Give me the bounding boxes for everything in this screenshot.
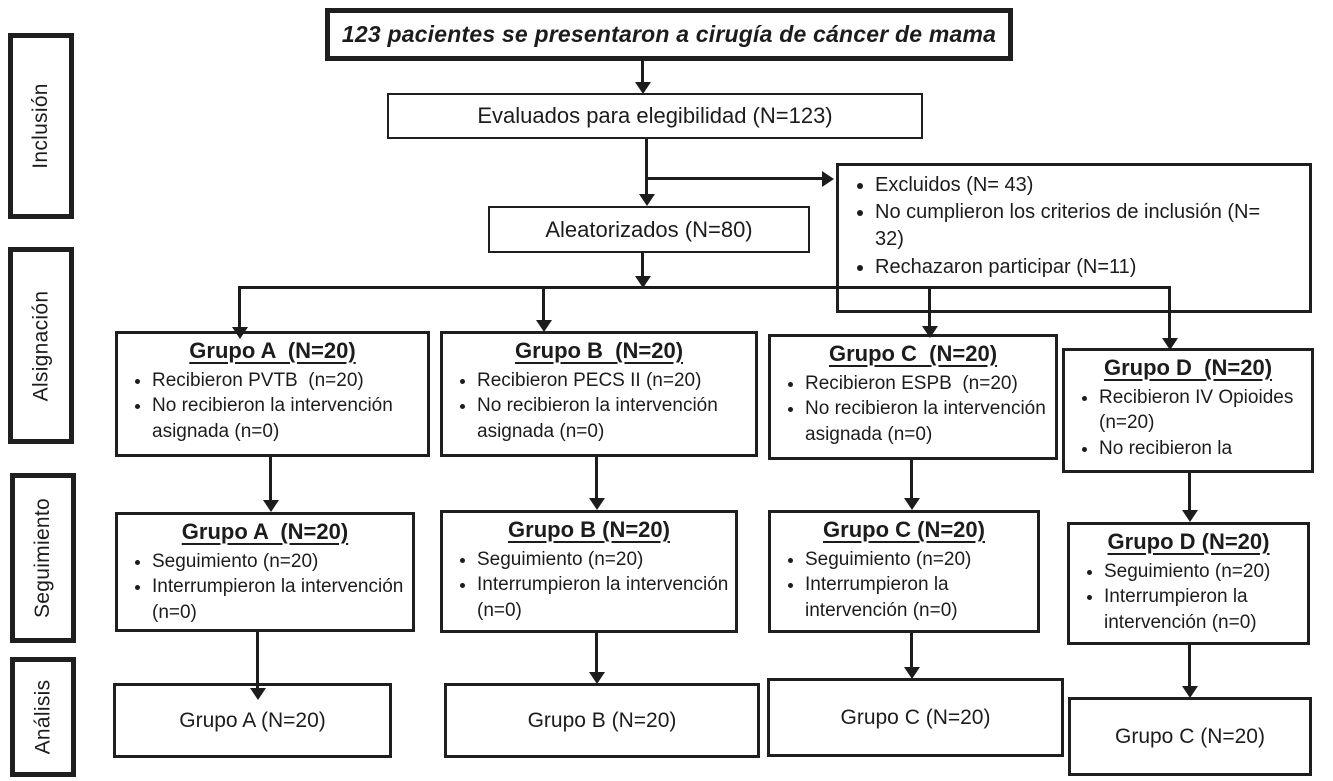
analysis-text-b: Grupo B (N=20): [527, 708, 677, 732]
allocation-item: Recibieron ESPB (n=20): [805, 371, 1051, 396]
stage-box-analisis: Análisis: [10, 657, 76, 777]
allocation-box-grupo-a: Grupo A (N=20) Recibieron PVTB (n=20) No…: [115, 331, 430, 457]
followup-list-d: Seguimiento (n=20) Interrumpieron la int…: [1074, 559, 1303, 635]
arrow-split-to-group-c: [928, 286, 931, 326]
allocation-list-c: Recibieron ESPB (n=20) No recibieron la …: [775, 371, 1051, 447]
allocation-item: Recibieron PVTB (n=20): [152, 368, 423, 393]
arrow-split-to-group-b: [542, 286, 545, 320]
followup-box-grupo-b: Grupo B (N=20) Seguimiento (n=20) Interr…: [440, 510, 738, 633]
arrow-allocation-to-followup-a: [269, 457, 272, 500]
arrow-followup-to-analysis-a: [256, 632, 259, 688]
title-text: 123 pacientes se presentaron a cirugía d…: [341, 21, 997, 47]
followup-box-grupo-d: Grupo D (N=20) Seguimiento (n=20) Interr…: [1067, 522, 1310, 645]
stage-label-alsignacion: Alsignación: [29, 290, 53, 401]
allocation-item: No recibieron la intervención asignada (…: [477, 393, 751, 444]
allocation-item: No recibieron la intervención asignada (…: [152, 393, 423, 444]
followup-title-c: Grupo C (N=20): [823, 517, 985, 542]
arrow-title-to-eligibility: [641, 61, 644, 82]
followup-title-b: Grupo B (N=20): [508, 517, 670, 542]
excluded-list: Excluidos (N= 43) No cumplieron los crit…: [839, 172, 1305, 281]
allocation-title-c: Grupo C (N=20): [828, 341, 998, 366]
stage-label-analisis: Análisis: [31, 679, 55, 755]
followup-title-a: Grupo A (N=20): [181, 519, 349, 544]
excluded-item: Rechazaron participar (N=11): [875, 254, 1277, 281]
followup-item: Seguimiento (n=20): [152, 549, 408, 574]
excluded-item: Excluidos (N= 43): [875, 172, 1277, 199]
excluded-item: No cumplieron los criterios de inclusión…: [875, 199, 1277, 253]
stage-box-seguimiento: Seguimiento: [10, 473, 76, 643]
arrow-allocation-to-followup-b: [595, 457, 598, 498]
allocation-item: No recibieron la intervención asignada (…: [805, 396, 1051, 447]
followup-item: Seguimiento (n=20): [1104, 559, 1303, 584]
stage-label-seguimiento: Seguimiento: [31, 497, 55, 619]
analysis-text-d: Grupo C (N=20): [1115, 724, 1265, 748]
analysis-box-grupo-b: Grupo B (N=20): [444, 683, 760, 758]
stage-box-inclusion: Inclusión: [8, 33, 74, 219]
followup-box-grupo-c: Grupo C (N=20) Seguimiento (n=20) Interr…: [768, 510, 1040, 633]
allocation-box-grupo-b: Grupo B (N=20) Recibieron PECS II (n=20)…: [440, 331, 758, 457]
followup-box-grupo-a: Grupo A (N=20) Seguimiento (n=20) Interr…: [115, 512, 415, 632]
arrow-eligibility-to-randomized: [645, 139, 648, 194]
allocation-item: Recibieron PECS II (n=20): [477, 368, 751, 393]
allocation-box-grupo-c: Grupo C (N=20) Recibieron ESPB (n=20) No…: [768, 334, 1058, 460]
analysis-box-grupo-d: Grupo C (N=20): [1068, 697, 1312, 776]
followup-item: Seguimiento (n=20): [477, 547, 731, 572]
excluded-box: Excluidos (N= 43) No cumplieron los crit…: [836, 163, 1312, 313]
followup-list-a: Seguimiento (n=20) Interrumpieron la int…: [122, 549, 408, 625]
allocation-item: Recibieron IV Opioides (n=20): [1099, 385, 1307, 436]
followup-list-c: Seguimiento (n=20) Interrumpieron la int…: [775, 547, 1033, 623]
arrow-randomized-to-split: [641, 253, 644, 276]
analysis-box-grupo-c: Grupo C (N=20): [767, 678, 1064, 757]
followup-item: Interrumpieron la intervención (n=0): [1104, 584, 1303, 635]
analysis-text-a: Grupo A (N=20): [179, 708, 326, 732]
allocation-box-grupo-d: Grupo D (N=20) Recibieron IV Opioides (n…: [1062, 348, 1314, 473]
eligibility-text: Evaluados para elegibilidad (N=123): [477, 103, 833, 128]
followup-item: Seguimiento (n=20): [805, 547, 1033, 572]
allocation-item: No recibieron la: [1099, 436, 1307, 461]
followup-list-b: Seguimiento (n=20) Interrumpieron la int…: [447, 547, 731, 623]
allocation-title-b: Grupo B (N=20): [514, 338, 684, 363]
eligibility-box: Evaluados para elegibilidad (N=123): [387, 93, 923, 139]
randomized-box: Aleatorizados (N=80): [488, 206, 810, 253]
followup-item: Interrumpieron la intervención (n=0): [477, 572, 731, 623]
arrow-followup-to-analysis-b: [595, 633, 598, 672]
arrow-allocation-to-followup-d: [1188, 473, 1191, 510]
arrow-allocation-to-followup-c: [910, 460, 913, 498]
allocation-title-d: Grupo D (N=20): [1103, 355, 1273, 380]
arrow-split-to-group-d: [1168, 286, 1171, 338]
analysis-text-c: Grupo C (N=20): [840, 705, 991, 729]
arrow-followup-to-analysis-c: [910, 633, 913, 667]
allocation-list-a: Recibieron PVTB (n=20) No recibieron la …: [122, 368, 423, 444]
allocation-list-d: Recibieron IV Opioides (n=20) No recibie…: [1069, 385, 1307, 461]
randomized-text: Aleatorizados (N=80): [545, 216, 753, 242]
followup-title-d: Grupo D (N=20): [1107, 529, 1270, 554]
allocation-list-b: Recibieron PECS II (n=20) No recibieron …: [447, 368, 751, 444]
followup-item: Interrumpieron la intervención (n=0): [805, 572, 1033, 623]
followup-item: Interrumpieron la intervención (n=0): [152, 574, 408, 625]
title-box: 123 pacientes se presentaron a cirugía d…: [325, 8, 1013, 61]
split-line: [240, 286, 1170, 289]
arrow-followup-to-analysis-d: [1188, 645, 1191, 686]
allocation-title-a: Grupo A (N=20): [189, 338, 356, 363]
arrow-to-excluded: [646, 177, 822, 180]
stage-label-inclusion: Inclusión: [29, 83, 52, 169]
stage-box-alsignacion: Alsignación: [8, 247, 74, 444]
arrow-split-to-group-a: [238, 286, 241, 327]
